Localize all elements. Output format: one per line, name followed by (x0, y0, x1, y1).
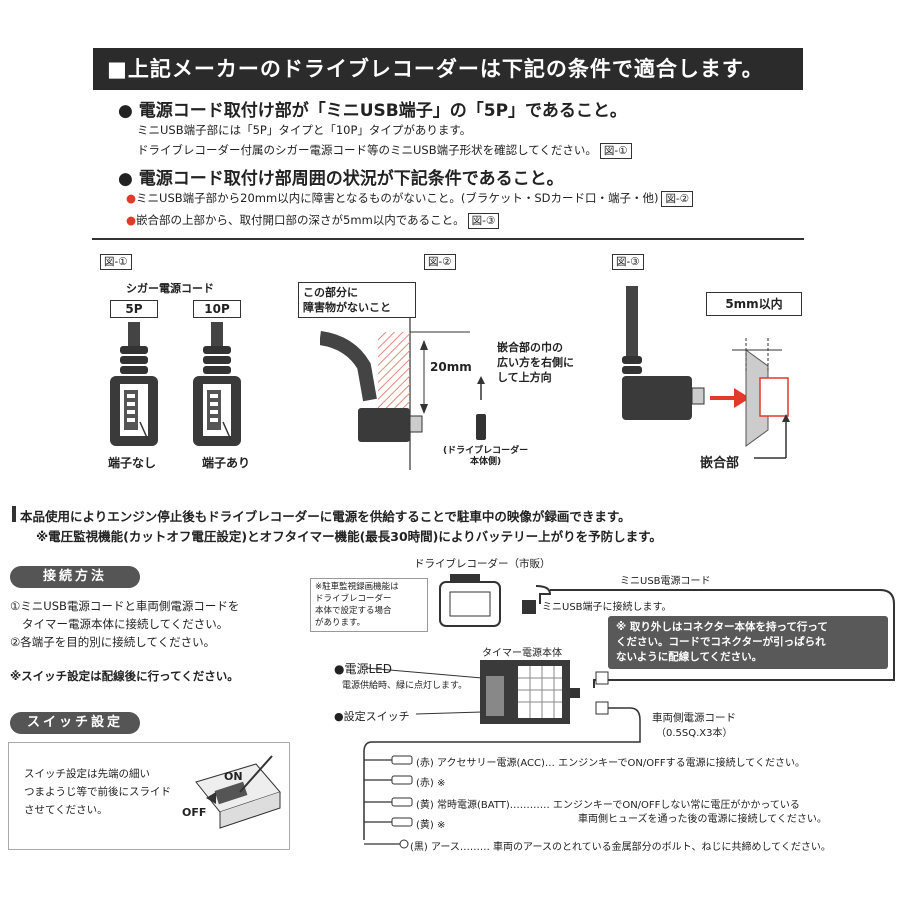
wire-batt-desc: 車両側ヒューズを通った後の電源に接続してください。 (578, 814, 827, 825)
led-desc: 電源供給時、緑に点灯します。 (342, 681, 468, 691)
fig2-note: この部分に 障害物がないこと (298, 282, 416, 318)
condition-1-sub2: ドライブレコーダー付属のシガー電源コード等のミニUSB端子形状を確認してください… (137, 142, 632, 159)
usb-connect-label: ミニUSB端子に接続します。 (542, 602, 672, 613)
fig1-5p-label: 5P (110, 300, 158, 318)
timer-label: タイマー電源本体 (482, 648, 562, 659)
notice-line1: 本品使用によりエンジン停止後もドライブレコーダーに電源を供給することで駐車中の映… (20, 509, 631, 524)
wire-ground: (黒) アース……… 車両のアースのとれている金属部分のボルト、ねじに共締めして… (410, 842, 831, 853)
notice-marker (12, 506, 16, 522)
fig2-body-side: (ドライブレコーダー 本体側) (443, 446, 529, 467)
fig3-label: 図-③ (612, 254, 644, 270)
switch-text3: させてください。 (24, 804, 108, 816)
fig2-arrow-note: 嵌合部の巾の 広い方を右側に して上方向 (497, 341, 574, 384)
connect-step1: ①ミニUSB電源コードと車両側電源コードを (10, 599, 240, 613)
fig1-title: シガー電源コード (126, 282, 214, 295)
fig1-no-pin: 端子なし (108, 456, 157, 470)
vehicle-cord-label: 車両側電源コード (652, 712, 736, 724)
fig-ref-1: 図-① (599, 143, 632, 159)
condition-2-sub1: ●ミニUSB端子部から20mm以内に障害となるものがないこと。(ブラケット・SD… (126, 190, 694, 207)
fig-ref-2: 図-② (661, 191, 694, 207)
condition-2-sub2: ●嵌合部の上部から、取付開口部の深さが5mm以内であること。図-③ (126, 212, 500, 229)
divider (92, 238, 804, 240)
switch-text2: つまようじ等で前後にスライド (24, 786, 171, 798)
fig1-label: 図-① (100, 254, 132, 270)
connect-step2: ②各端子を目的別に接続してください。 (10, 635, 216, 649)
fig2-illustration (320, 290, 486, 470)
recorder-label: ドライブレコーダー（市販） (414, 558, 551, 570)
connect-title: 接続方法 (10, 566, 140, 588)
switch-text1: スイッチ設定は先端の細い (24, 768, 150, 780)
usb-cord-label: ミニUSB電源コード (620, 576, 711, 587)
switch-on: ON (224, 770, 243, 783)
fig1-with-pin: 端子あり (202, 456, 251, 470)
wiring-illustration (363, 574, 895, 849)
notice-line2: ※電圧監視機能(カットオフ電圧設定)とオフタイマー機能(最長30時間)によりバッ… (36, 529, 662, 544)
switch-title: スイッチ設定 (10, 712, 140, 734)
condition-1: ● 電源コード取付け部が「ミニUSB端子」の「5P」であること。 (118, 101, 627, 121)
fig1-connectors-illustration (110, 322, 241, 446)
fig3-joint: 嵌合部 (700, 456, 740, 471)
fig3-illustration (622, 286, 790, 459)
switch-off: OFF (182, 806, 207, 819)
switch-box (8, 742, 290, 850)
fig1-10p-label: 10P (193, 300, 241, 318)
condition-1-sub1: ミニUSB端子部には「5P」タイプと「10P」タイプがあります。 (137, 123, 472, 137)
fig-ref-3: 図-③ (467, 213, 500, 229)
led-label: ●電源LED (334, 662, 392, 676)
connect-switch-note: ※スイッチ設定は配線後に行ってください。 (10, 669, 239, 683)
fig2-dim: 20mm (430, 360, 472, 374)
header-banner: ■上記メーカーのドライブレコーダーは下記の条件で適合します。 (93, 48, 803, 90)
removal-callout: ※ 取り外しはコネクター本体を持って行って ください。コードでコネクターが引っぱ… (608, 616, 888, 669)
wire-batt: (黄) 常時電源(BATT)………… エンジンキーでON/OFFしない常に電圧が… (416, 800, 800, 811)
connect-step1b: タイマー電源本体に接続してください。 (22, 617, 229, 631)
switch-label: ●設定スイッチ (334, 710, 410, 723)
fig2-label: 図-② (424, 254, 456, 270)
switch-illustration (195, 755, 281, 829)
vehicle-cord-spec: （0.5SQ.X3本） (656, 728, 733, 739)
wire-acc: (赤) アクセサリー電源(ACC)… エンジンキーでON/OFFする電源に接続し… (416, 758, 805, 769)
fig3-dim: 5mm以内 (706, 292, 802, 316)
condition-2: ● 電源コード取付け部周囲の状況が下記条件であること。 (118, 169, 564, 189)
wire-acc-2: (赤) ※ (416, 778, 446, 789)
parking-note: ※駐車監視録画機能は ドライブレコーダー 本体で設定する場合 があります。 (310, 578, 428, 632)
wire-batt-2: (黄) ※ (416, 820, 446, 831)
